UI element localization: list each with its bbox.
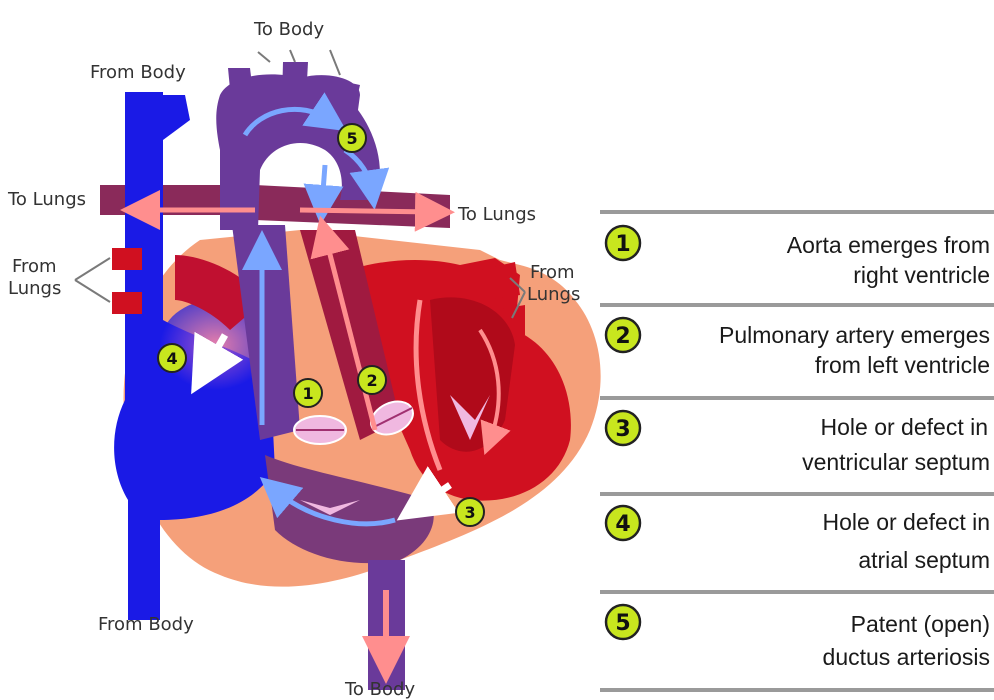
label-from-lungs-left-2: Lungs (8, 278, 61, 299)
legend-text-4a: Hole or defect in (823, 509, 990, 535)
svg-text:1: 1 (302, 384, 313, 403)
legend-text-5a: Patent (open) (851, 611, 990, 637)
aortic-branch-2 (282, 62, 308, 100)
legend-text-5b: ductus arteriosis (823, 644, 990, 670)
marker-1: 1 (294, 379, 322, 407)
marker-4: 4 (158, 344, 186, 372)
flow-arrow-pink-2 (300, 210, 435, 212)
svg-text:3: 3 (615, 417, 630, 442)
legend-text-3a: Hole or defect in (821, 414, 988, 440)
pulmonary-vein-left-1 (112, 248, 142, 270)
label-to-lungs-right: To Lungs (457, 204, 536, 225)
aortic-branch-1 (228, 68, 255, 110)
svg-text:5: 5 (346, 129, 357, 148)
flow-arrow-blue-4 (322, 165, 325, 205)
vena-cava-branch (163, 95, 190, 140)
marker-3: 3 (456, 498, 484, 526)
svg-text:4: 4 (166, 349, 177, 368)
label-to-body-top: To Body (253, 19, 324, 40)
label-from-body-top: From Body (90, 62, 186, 83)
pulmonary-vein-left-2 (112, 292, 142, 314)
aortic-valve (294, 416, 346, 444)
marker-2: 2 (358, 366, 386, 394)
svg-text:3: 3 (464, 503, 475, 522)
svg-text:2: 2 (366, 371, 377, 390)
legend-item-4: 4 Hole or defect in atrial septum (606, 506, 990, 573)
legend-item-3: 3 Hole or defect in ventricular septum (606, 411, 990, 475)
legend-item-1: 1 Aorta emerges from right ventricle (606, 226, 990, 288)
svg-text:2: 2 (615, 324, 630, 349)
legend-text-1b: right ventricle (853, 262, 990, 288)
legend-text-3b: ventricular septum (802, 449, 990, 475)
legend-item-5: 5 Patent (open) ductus arteriosis (606, 605, 990, 670)
legend-item-2: 2 Pulmonary artery emerges from left ven… (606, 318, 990, 378)
label-from-body-bottom: From Body (98, 614, 194, 635)
label-to-lungs-left: To Lungs (7, 189, 86, 210)
label-from-lungs-right-1: From (530, 262, 575, 283)
from-lungs-left-pointer (75, 258, 110, 302)
svg-text:4: 4 (615, 512, 630, 537)
label-to-body-bottom: To Body (344, 679, 415, 700)
marker-5: 5 (338, 124, 366, 152)
legend-text-4b: atrial septum (858, 547, 990, 573)
label-from-lungs-right-2: Lungs (527, 284, 580, 305)
svg-text:1: 1 (615, 232, 630, 257)
heart-illustration (75, 50, 601, 690)
legend-text-1a: Aorta emerges from (787, 232, 990, 258)
legend-text-2b: from left ventricle (815, 352, 990, 378)
legend: 1 Aorta emerges from right ventricle 2 P… (600, 212, 994, 690)
legend-text-2a: Pulmonary artery emerges (719, 322, 990, 348)
svg-text:5: 5 (615, 611, 630, 636)
label-from-lungs-left-1: From (12, 256, 57, 277)
